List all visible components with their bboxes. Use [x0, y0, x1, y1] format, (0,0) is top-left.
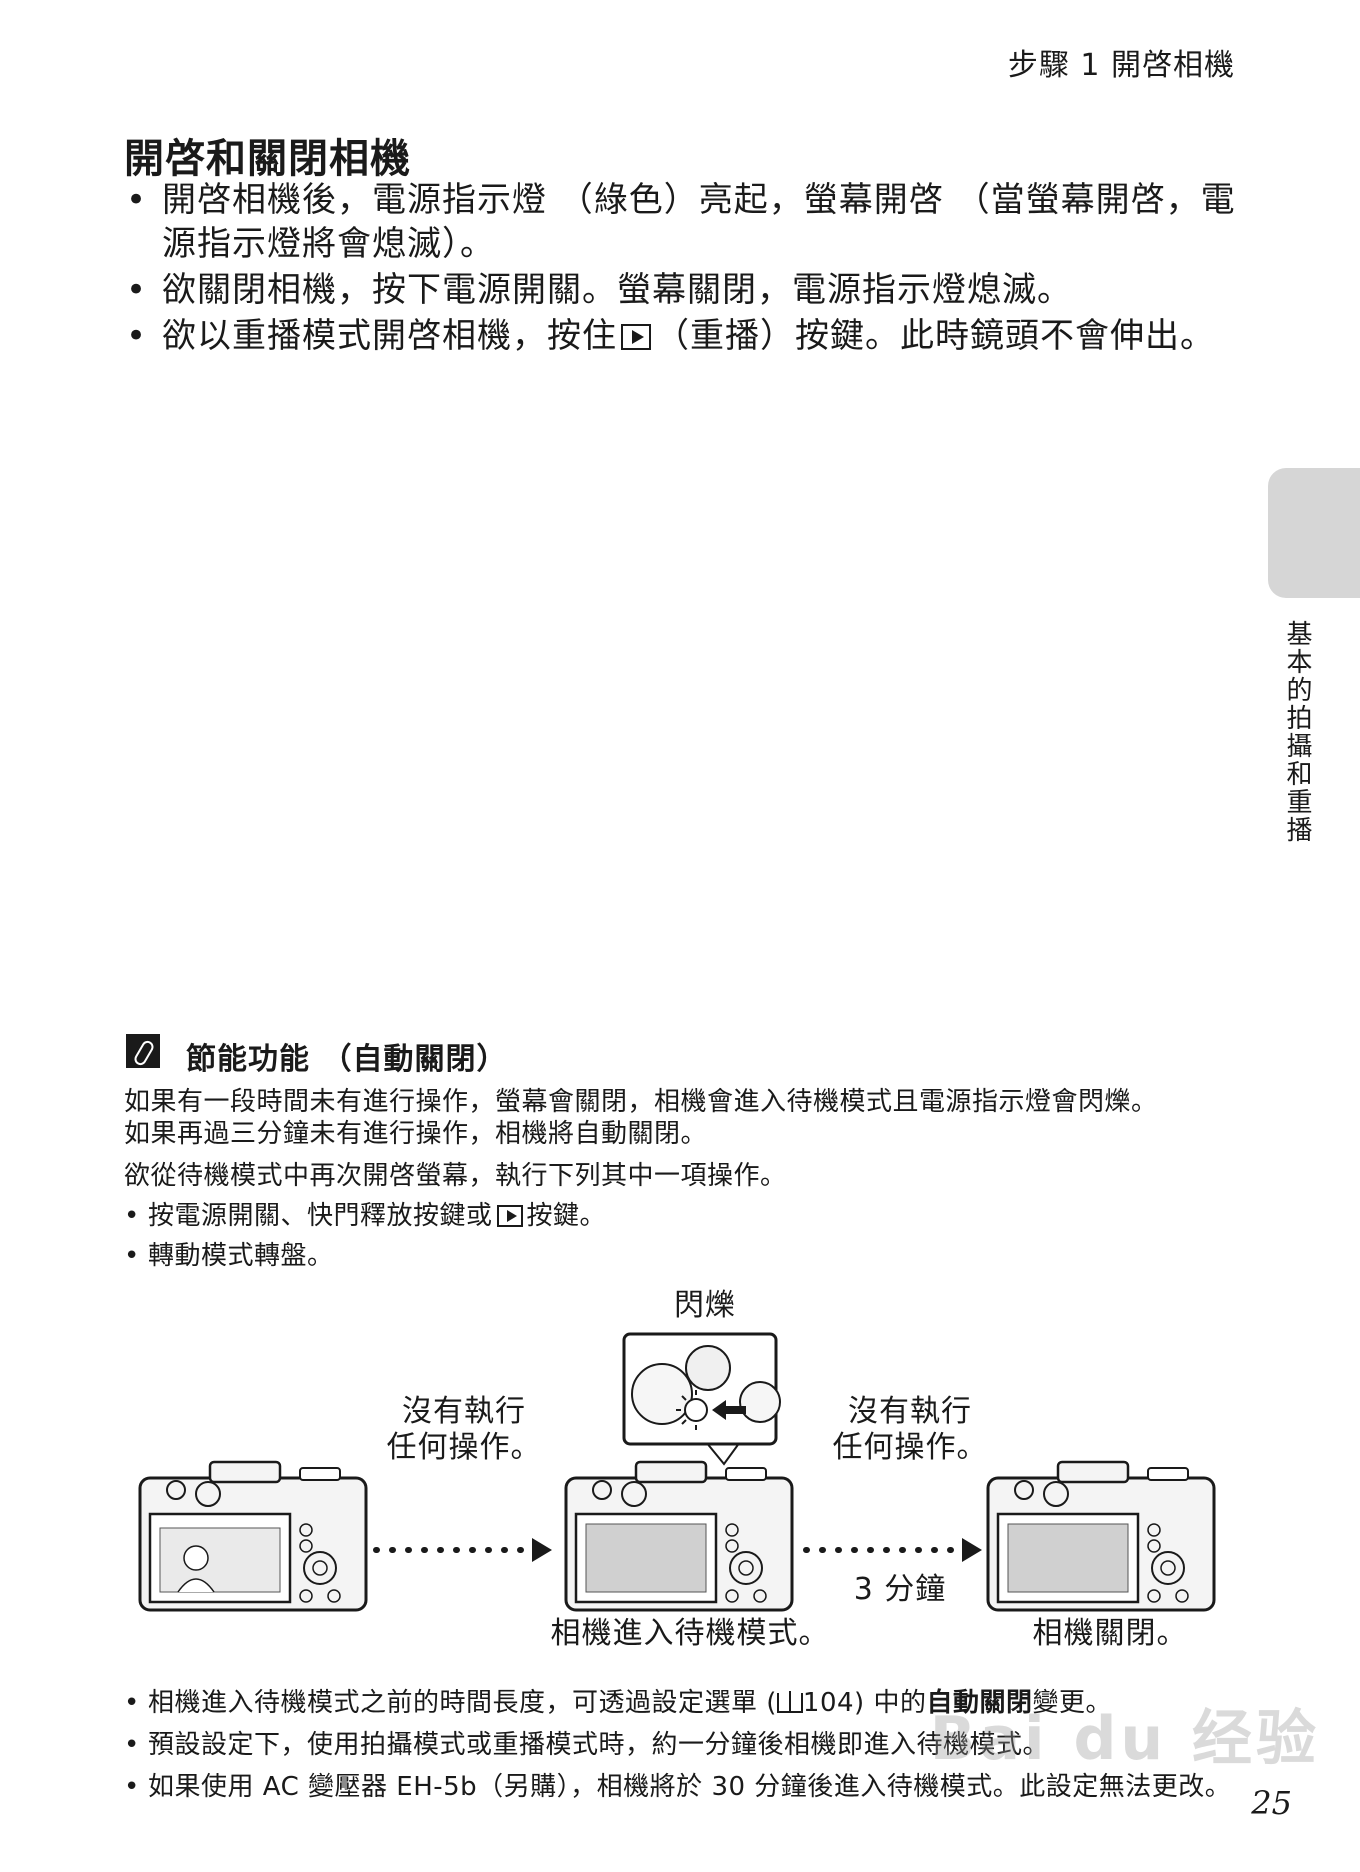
note-title: 節能功能 （自動關閉） — [186, 1042, 508, 1077]
note-paragraph: 如果有一段時間未有進行操作，螢幕會關閉，相機會進入待機模式且電源指示燈會閃爍。 — [124, 1087, 1158, 1117]
note-list: 按電源開關、快門釋放按鍵或 按鍵。 轉動模式轉盤。 — [124, 1196, 606, 1276]
list-item: 按電源開關、快門釋放按鍵或 按鍵。 — [124, 1196, 606, 1236]
note-paragraph: 如果再過三分鐘未有進行操作，相機將自動關閉。 — [124, 1119, 708, 1149]
camera-on-illustration — [138, 1460, 368, 1612]
standby-caption: 相機進入待機模式。 — [550, 1616, 830, 1651]
page-title: 開啓和關閉相機 — [124, 136, 411, 182]
list-item-text: （重播）按鍵。此時鏡頭不會伸出。 — [655, 316, 1215, 356]
playback-button-icon — [496, 1205, 523, 1227]
dotted-arrow — [803, 1538, 982, 1562]
list-item-text: 如果使用 AC 變壓器 EH-5b（另購），相機將於 30 分鐘後進入待機模式。… — [148, 1772, 1232, 1802]
main-list: 開啓相機後，電源指示燈 （綠色）亮起，螢幕開啓 （當螢幕開啓，電源指示燈將會熄滅… — [124, 178, 1244, 360]
blink-label: 閃爍 — [674, 1288, 736, 1323]
page-number: 25 — [1251, 1784, 1292, 1822]
book-reference-icon — [776, 1691, 803, 1713]
list-item-text: 按電源開關、快門釋放按鍵或 — [148, 1201, 493, 1231]
list-item: 如果使用 AC 變壓器 EH-5b（另購），相機將於 30 分鐘後進入待機模式。… — [124, 1766, 1254, 1808]
note-pencil-icon — [126, 1034, 160, 1068]
diagram-graphics — [138, 1332, 1216, 1612]
list-item-text: 開啓相機後，電源指示燈 （綠色）亮起，螢幕開啓 （當螢幕開啓，電源指示燈將會熄滅… — [162, 180, 1236, 264]
list-item-text: 欲以重播模式開啓相機，按住 — [162, 316, 617, 356]
three-minutes-label: 3 分鐘 — [853, 1572, 947, 1607]
list-item-text: 按鍵。 — [526, 1201, 607, 1231]
list-item: 預設設定下，使用拍攝模式或重播模式時，約一分鐘後相機即進入待機模式。 — [124, 1724, 1254, 1766]
list-item: 欲以重播模式開啓相機，按住 （重播）按鍵。此時鏡頭不會伸出。 — [124, 314, 1244, 358]
list-item-text: 預設設定下，使用拍攝模式或重播模式時，約一分鐘後相機即進入待機模式。 — [148, 1730, 1050, 1760]
header-step-title: 步驟 1 開啓相機 — [1007, 48, 1235, 83]
list-item-text: 欲關閉相機，按下電源開關。螢幕關閉，電源指示燈熄滅。 — [162, 270, 1072, 310]
list-item: 相機進入待機模式之前的時間長度，可透過設定選單 ( 104) 中的自動關閉變更。 — [124, 1682, 1254, 1724]
no-operation-line: 沒有執行 — [402, 1394, 526, 1429]
chapter-label: 基本的拍攝和重播 — [1282, 620, 1312, 844]
note-paragraph: 欲從待機模式中再次開啓螢幕，執行下列其中一項操作。 — [124, 1161, 787, 1191]
standby-diagram: 閃爍 沒有執行 任何操作。 沒有執行 任何操作。 3 分鐘 相機進入待機模式。 … — [0, 1282, 1360, 1662]
dotted-arrow — [373, 1538, 552, 1562]
chapter-tab — [1268, 468, 1360, 598]
no-operation-line: 任何操作。 — [386, 1430, 542, 1465]
power-button-callout — [622, 1332, 781, 1466]
list-item: 轉動模式轉盤。 — [124, 1236, 606, 1276]
watermark: Bai du 经验 — [929, 1704, 1320, 1774]
no-operation-label: 沒有執行 任何操作。 — [830, 1394, 990, 1466]
menu-item-name: 自動關閉 — [926, 1688, 1033, 1718]
list-item-text: 變更。 — [1032, 1688, 1112, 1718]
bottom-list: 相機進入待機模式之前的時間長度，可透過設定選單 (104) 中的自動關閉變更。 … — [124, 1682, 1254, 1808]
list-item-text: 相機進入待機模式之前的時間長度，可透過設定選單 ( — [148, 1688, 777, 1718]
no-operation-label: 沒有執行 任何操作。 — [384, 1394, 544, 1466]
list-item-text: 104) 中的 — [802, 1688, 927, 1718]
list-item-text: 轉動模式轉盤。 — [148, 1241, 334, 1271]
list-item: 開啓相機後，電源指示燈 （綠色）亮起，螢幕開啓 （當螢幕開啓，電源指示燈將會熄滅… — [124, 178, 1244, 266]
camera-off-caption: 相機關閉。 — [1032, 1616, 1188, 1651]
no-operation-line: 沒有執行 — [848, 1394, 972, 1429]
no-operation-line: 任何操作。 — [832, 1430, 988, 1465]
camera-off-illustration — [986, 1460, 1216, 1612]
camera-standby-illustration — [564, 1460, 794, 1612]
playback-button-icon — [621, 324, 651, 350]
list-item: 欲關閉相機，按下電源開關。螢幕關閉，電源指示燈熄滅。 — [124, 268, 1244, 312]
